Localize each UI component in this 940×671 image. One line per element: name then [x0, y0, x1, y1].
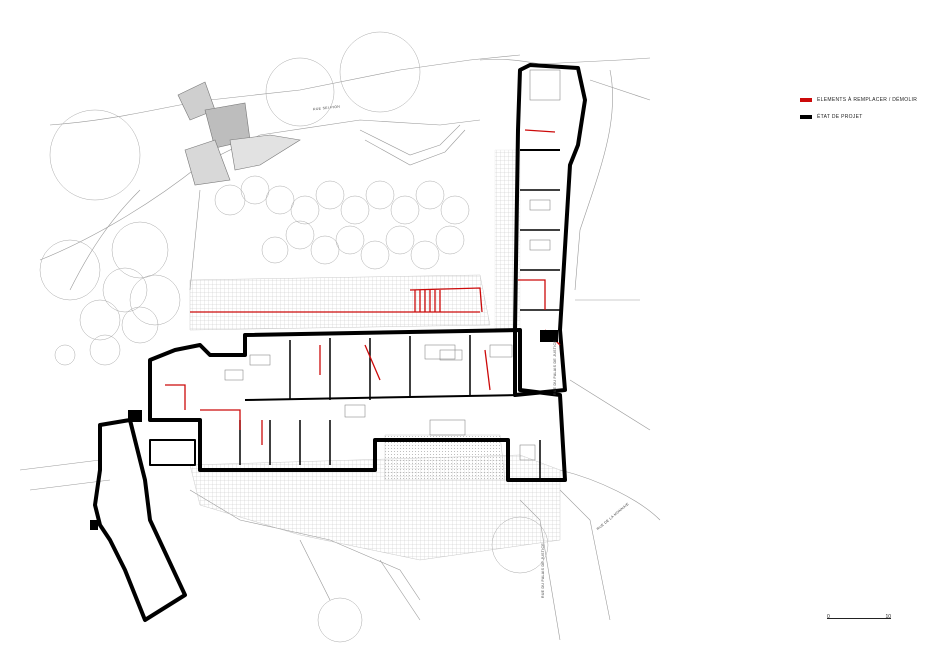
legend-label: ÉTAT DE PROJET [817, 113, 863, 120]
street-label-east: RUE DU PALAIS DE JUSTICE [553, 340, 557, 395]
scale-start: 0 [827, 614, 830, 620]
scale-line [827, 618, 891, 619]
demolition-elements [165, 129, 561, 445]
scale-end: 10 [885, 614, 891, 620]
legend-swatch-red [800, 97, 812, 102]
legend-item-project: ÉTAT DE PROJET [800, 111, 930, 122]
section-markers [90, 330, 558, 530]
legend-label: ELEMENTS À REMPLACER / DÉMOLIR [817, 96, 918, 103]
legend-swatch-black [800, 114, 812, 119]
legend: ELEMENTS À REMPLACER / DÉMOLIR ÉTAT DE P… [800, 94, 930, 128]
trees [39, 31, 549, 643]
legend-item-demolish: ELEMENTS À REMPLACER / DÉMOLIR [800, 94, 930, 105]
paved-courtyards [189, 149, 561, 561]
scale-bar: 0 10 [827, 614, 891, 624]
terrace [177, 81, 301, 186]
street-label-south: RUE DU PALAIS DE JUSTICE [541, 543, 545, 598]
project-walls [93, 63, 587, 622]
interior-details [224, 69, 561, 461]
